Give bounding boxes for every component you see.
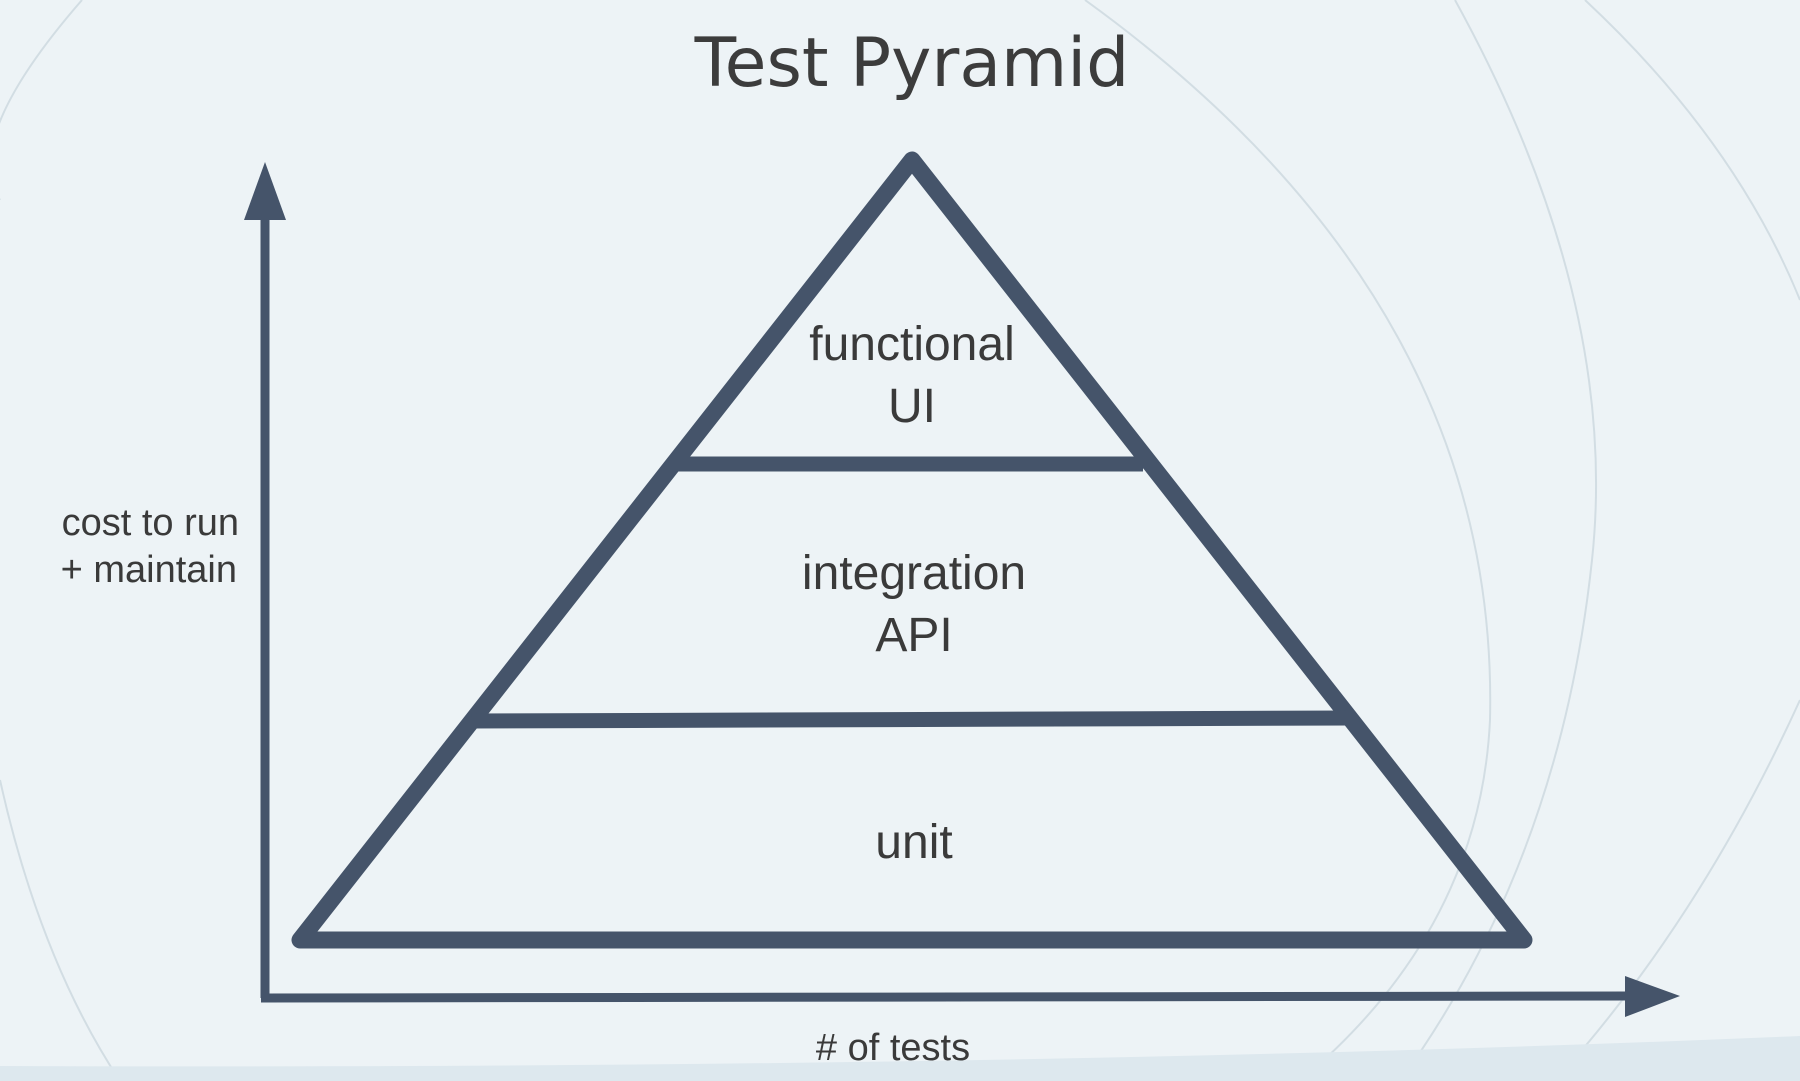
pyramid xyxy=(291,151,1533,949)
x-axis-label: # of tests xyxy=(816,1027,970,1069)
tier-unit: unit xyxy=(875,816,952,869)
y-axis-label-line2: + maintain xyxy=(61,549,237,591)
tier-divider-bottom xyxy=(471,710,1353,729)
background-arc xyxy=(1584,0,1800,301)
x-axis-arrowhead xyxy=(1625,976,1680,1017)
background-arc xyxy=(1084,0,1492,1081)
background-arc xyxy=(0,779,121,1081)
slide-title: Test Pyramid xyxy=(694,24,1130,103)
tier-sublabel: API xyxy=(875,609,952,662)
pyramid-outline xyxy=(291,151,1533,949)
tier-integration-api: integration API xyxy=(802,547,1026,662)
bottom-band xyxy=(0,1036,1800,1081)
background-arc xyxy=(0,0,83,200)
tier-functional-ui: functional UI xyxy=(809,318,1014,433)
tier-sublabel: UI xyxy=(888,380,936,433)
y-axis-label-line1: cost to run xyxy=(62,502,239,544)
tier-label: unit xyxy=(875,816,952,869)
background-arc xyxy=(1399,0,1598,1081)
tier-label: integration xyxy=(802,547,1026,600)
y-axis-arrowhead xyxy=(244,162,286,220)
background-arc xyxy=(1554,699,1800,1081)
tier-label: functional xyxy=(809,318,1014,371)
x-axis-line xyxy=(260,991,1631,1003)
y-axis-label: cost to run + maintain xyxy=(61,502,239,591)
axes xyxy=(244,162,1680,1017)
